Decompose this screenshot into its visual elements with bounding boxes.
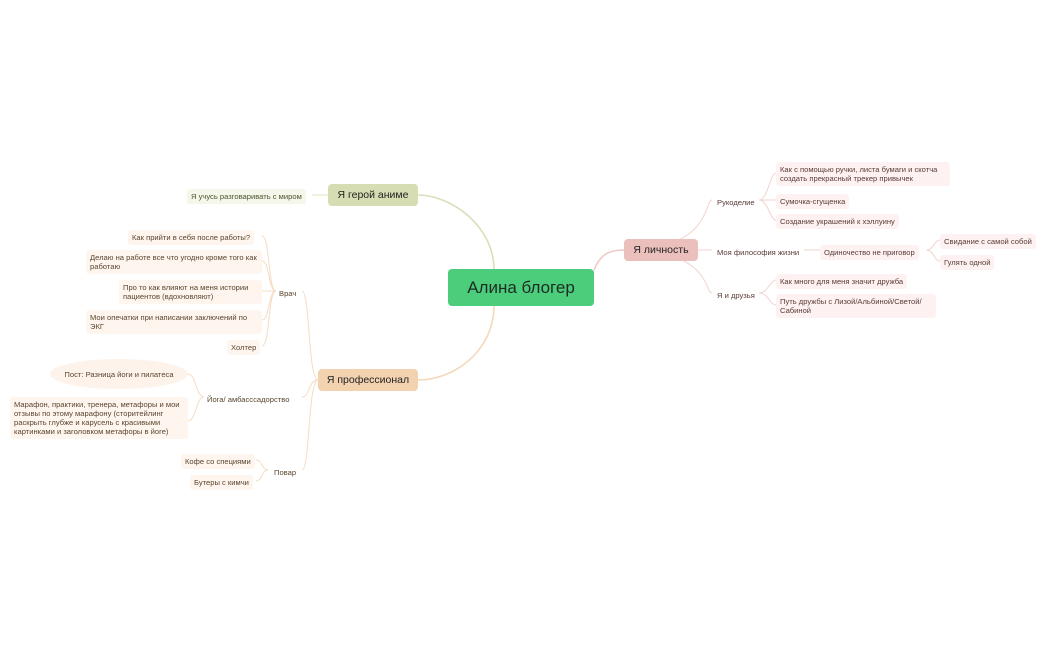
- central-topic[interactable]: Алина блогер: [448, 269, 594, 306]
- friends-item-path[interactable]: Путь дружбы с Лизой/Альбиной/Светой/Саби…: [776, 294, 936, 318]
- link-personal: [593, 249, 625, 271]
- subtopic-cook[interactable]: Повар: [274, 468, 297, 477]
- doctor-item-recover[interactable]: Как прийти в себя после работы?: [128, 230, 255, 245]
- cook-item-kimchi[interactable]: Бутеры с кимчи: [190, 475, 253, 490]
- philosophy-item-date[interactable]: Свидание с самой собой: [940, 234, 1036, 249]
- yoga-item-marathon[interactable]: Марафон, практики, тренера, метафоры и м…: [10, 397, 188, 439]
- subtopic-yoga[interactable]: Йога/ амбасссадорство: [207, 395, 290, 404]
- doctor-item-everything[interactable]: Делаю на работе все что угодно кроме тог…: [86, 250, 262, 274]
- topic-professional[interactable]: Я профессионал: [318, 369, 418, 391]
- doctor-item-patients[interactable]: Про то как влияют на меня истории пациен…: [119, 280, 262, 304]
- topic-anime-hero[interactable]: Я герой аниме: [328, 184, 418, 206]
- topic-personality[interactable]: Я личность: [624, 239, 698, 261]
- yoga-item-post[interactable]: Пост: Разница йоги и пилатеса: [50, 359, 188, 389]
- handicraft-item-bag[interactable]: Сумочка-сгущенка: [776, 194, 850, 209]
- link-professional: [417, 305, 495, 381]
- handicraft-item-halloween[interactable]: Создание украшений к хэллуину: [776, 214, 899, 229]
- subtopic-doctor[interactable]: Врач: [279, 289, 297, 298]
- doctor-item-holter[interactable]: Холтер: [227, 340, 261, 355]
- philosophy-item-walk[interactable]: Гулять одной: [940, 255, 995, 270]
- doctor-item-ecg[interactable]: Мои опечатки при написании заключений по…: [86, 310, 262, 334]
- subtopic-handicraft[interactable]: Рукоделие: [717, 198, 755, 207]
- subtopic-friends[interactable]: Я и друзья: [717, 291, 755, 300]
- subtopic-philosophy[interactable]: Моя философия жизни: [717, 248, 800, 257]
- philosophy-loneliness[interactable]: Одиночество не приговор: [820, 245, 919, 260]
- handicraft-item-tracker[interactable]: Как с помощью ручки, листа бумаги и скот…: [776, 162, 950, 186]
- link-anime: [417, 194, 495, 271]
- anime-leaf[interactable]: Я учусь разговаривать с миром: [187, 189, 306, 204]
- cook-item-coffee[interactable]: Кофе со специями: [181, 454, 255, 469]
- friends-item-friendship[interactable]: Как много для меня значит дружба: [776, 274, 908, 289]
